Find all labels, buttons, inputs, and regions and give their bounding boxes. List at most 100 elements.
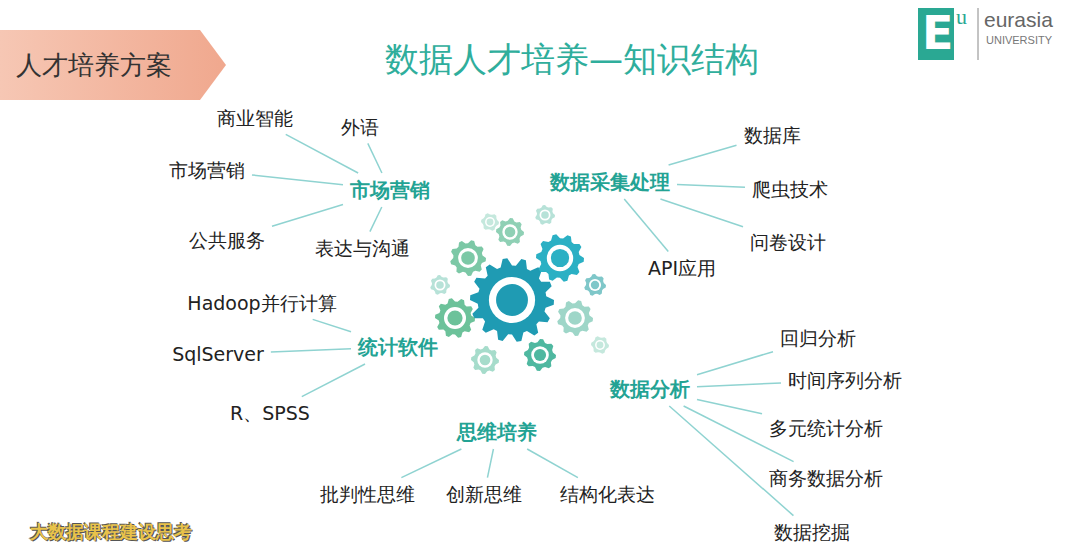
- branch-line: [302, 364, 365, 397]
- gear-body: [471, 346, 499, 374]
- branch-line: [271, 349, 351, 352]
- topic-label: 商业智能: [213, 105, 297, 132]
- topic-label: 爬虫技术: [748, 176, 832, 203]
- gear-body: [535, 205, 555, 225]
- branch-line: [677, 185, 745, 188]
- gear-body: [481, 213, 499, 230]
- gear-body: [584, 274, 606, 296]
- topic-label-text: 商务数据分析: [769, 467, 883, 490]
- gear: [524, 339, 556, 371]
- topic-label: 创新思维: [442, 481, 526, 508]
- watermark: 大数据课程建设思考: [30, 520, 192, 544]
- logo-letter: E: [922, 6, 953, 60]
- topic-label-text: API应用: [648, 257, 716, 280]
- gear-body: [524, 339, 556, 371]
- topic-label-text: 市场营销: [169, 159, 245, 182]
- topic-label-text: 商业智能: [217, 107, 293, 130]
- topic-label: 数据库: [740, 122, 805, 149]
- branch-line: [286, 134, 358, 173]
- gear: [450, 240, 486, 276]
- topic-label: 商务数据分析: [765, 465, 887, 492]
- branch-line: [487, 449, 493, 478]
- branch-line: [368, 143, 382, 173]
- topic-label: 数据挖掘: [770, 519, 854, 546]
- gear: [481, 213, 499, 230]
- topic-label-text: 结构化表达: [560, 483, 655, 506]
- gear-ring: [565, 308, 585, 328]
- branch-line: [272, 204, 343, 226]
- gear: [496, 218, 524, 246]
- gear: [557, 300, 593, 336]
- gear-body: [536, 234, 584, 281]
- topic-label-text: 爬虫技术: [752, 178, 828, 201]
- gear-body: [591, 336, 609, 353]
- gear-ring: [435, 280, 446, 291]
- branch-line: [697, 352, 773, 375]
- gear: [535, 205, 555, 225]
- tab-text: 人才培养方案: [0, 30, 228, 100]
- branch-line: [697, 399, 762, 413]
- gear-hub: [487, 219, 494, 226]
- topic-label: R、SPSS: [226, 400, 314, 427]
- branch-line: [624, 199, 668, 252]
- category-label-text: 数据采集处理: [550, 170, 670, 194]
- gear-body: [430, 275, 450, 295]
- logo-divider: [978, 8, 979, 60]
- topic-label: 结构化表达: [556, 481, 659, 508]
- gear: [536, 234, 584, 281]
- gear-ring: [502, 224, 517, 239]
- page-title: 数据人才培养—知识结构: [385, 37, 759, 83]
- category-label-text: 统计软件: [358, 335, 438, 359]
- gear-hub: [534, 349, 546, 361]
- topic-label-text: 批判性思维: [320, 483, 415, 506]
- topic-label: 外语: [337, 114, 383, 141]
- topic-label: API应用: [644, 255, 720, 282]
- gear-hub: [461, 251, 475, 265]
- topic-label-text: 表达与沟通: [315, 237, 410, 260]
- branch-line: [669, 145, 737, 165]
- category-label: 数据采集处理: [546, 168, 674, 196]
- gear-body: [496, 218, 524, 246]
- topic-label-text: 数据库: [744, 124, 801, 147]
- gear-ring: [589, 279, 601, 291]
- category-label: 统计软件: [354, 333, 442, 361]
- gear-ring: [540, 210, 551, 221]
- topic-label: SqlServer: [168, 341, 268, 368]
- gear-hub: [591, 281, 599, 289]
- branch-line: [252, 175, 343, 185]
- gear-hub: [436, 281, 444, 289]
- gear: [591, 336, 609, 353]
- topic-label: 回归分析: [776, 325, 860, 352]
- topic-label-text: SqlServer: [172, 343, 264, 366]
- gear-hub: [551, 249, 569, 267]
- topic-label: 多元统计分析: [765, 415, 887, 442]
- topic-label: 市场营销: [165, 157, 249, 184]
- topic-label-text: R、SPSS: [230, 402, 310, 425]
- gear-ring: [547, 245, 573, 271]
- branch-line: [401, 449, 461, 478]
- gear-ring: [485, 217, 495, 227]
- gear-hub: [541, 211, 549, 219]
- category-label: 市场营销: [346, 176, 434, 204]
- gear-ring: [489, 277, 535, 323]
- topic-label-text: 创新思维: [446, 483, 522, 506]
- gear-ring: [458, 248, 478, 268]
- gear-hub: [480, 355, 491, 366]
- category-label: 思维培养: [453, 418, 541, 446]
- gear-ring: [444, 307, 466, 329]
- branch-line: [313, 319, 351, 331]
- logo-letter: u: [956, 4, 967, 30]
- topic-label-text: 数据挖掘: [774, 521, 850, 544]
- logo-subtitle: UNIVERSITY: [986, 34, 1052, 46]
- topic-label: 批判性思维: [316, 481, 419, 508]
- gear-hub: [568, 311, 582, 325]
- gear: [584, 274, 606, 296]
- branch-line: [370, 207, 382, 232]
- gear-hub: [505, 227, 516, 238]
- gear: [430, 275, 450, 295]
- section-tab: 人才培养方案: [0, 30, 228, 100]
- topic-label-text: 公共服务: [189, 229, 265, 252]
- topic-label: 问卷设计: [746, 229, 830, 256]
- topic-label-text: 问卷设计: [750, 231, 826, 254]
- branch-line: [527, 449, 578, 478]
